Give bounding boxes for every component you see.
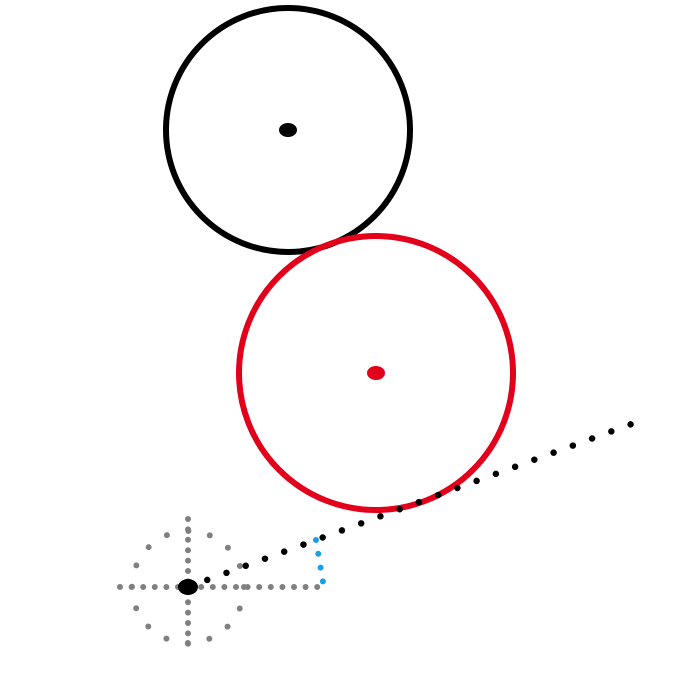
red-circle-ring: [236, 233, 516, 513]
crosshair-ring: [129, 528, 247, 646]
black-circle-ring: [163, 5, 413, 255]
red-circle-center: [367, 366, 385, 380]
black-circle: [163, 5, 413, 255]
origin-point: [178, 579, 198, 595]
projection-segment: [313, 537, 326, 585]
black-circle-center: [279, 123, 297, 137]
dotted-ray: [184, 418, 641, 591]
red-circle: [236, 233, 516, 513]
origin-crosshair: [117, 516, 321, 657]
